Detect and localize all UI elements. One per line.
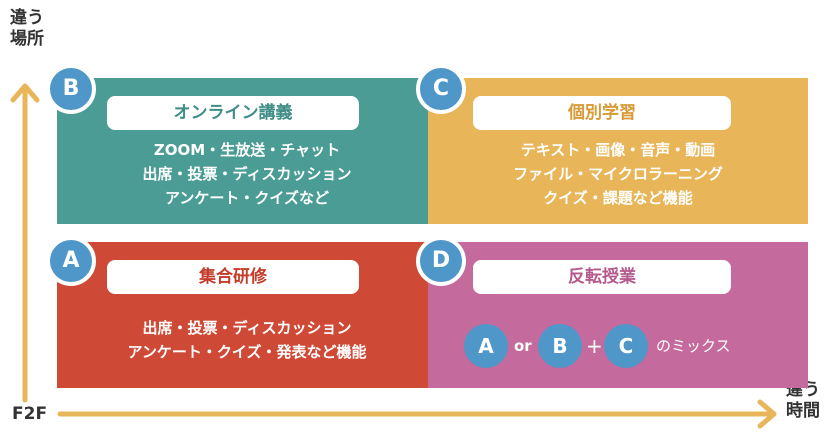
mix-suffix-text: のミックス [656,337,731,355]
badge-d: D [416,236,466,286]
quadrant-title: 個別学習 [473,96,731,130]
quadrant-description: ZOOM・生放送・チャット 出席・投票・ディスカッション アンケート・クイズなど [57,138,437,210]
y-axis-arrowhead [10,83,40,103]
description-line: クイズ・課題など機能 [543,189,693,207]
quadrant-description: 出席・投票・ディスカッション アンケート・クイズ・発表など機能 [57,316,437,364]
badge-c: C [416,64,466,114]
y-axis-label: 違う 場所 [10,8,60,50]
origin-label: F2F [12,404,48,424]
description-line: アンケート・クイズなど [165,189,329,207]
mix-plus-text: + [586,334,603,358]
badge-b: B [46,64,96,114]
mix-badge-a: A [464,324,508,368]
quadrant-self-study: 個別学習 テキスト・画像・音声・動画 ファイル・マイクロラーニング クイズ・課題… [428,78,808,224]
description-line: テキスト・画像・音声・動画 [520,141,716,159]
description-line: ZOOM・生放送・チャット [153,141,341,159]
mix-badge-b: B [538,324,582,368]
quadrant-title: オンライン講義 [107,96,359,130]
y-axis-label-line1: 違う [10,8,44,28]
description-line: ファイル・マイクロラーニング [513,165,723,183]
description-line: 出席・投票・ディスカッション [142,319,352,337]
quadrant-group-training: 集合研修 出席・投票・ディスカッション アンケート・クイズ・発表など機能 [57,242,437,388]
mix-or-text: or [514,337,532,355]
x-axis-arrowhead [757,399,777,429]
mix-badge-c: C [604,324,648,368]
quadrant-online-lecture: オンライン講義 ZOOM・生放送・チャット 出席・投票・ディスカッション アンケ… [57,78,437,224]
badge-a: A [46,236,96,286]
quadrant-flipped-classroom: 反転授業 A or B + C のミックス [428,242,808,388]
quadrant-title: 反転授業 [473,260,731,294]
y-axis-label-line2: 場所 [10,29,44,49]
quadrant-title: 集合研修 [107,260,359,294]
description-line: 出席・投票・ディスカッション [142,165,352,183]
quadrant-description: テキスト・画像・音声・動画 ファイル・マイクロラーニング クイズ・課題など機能 [428,138,808,210]
description-line: アンケート・クイズ・発表など機能 [127,343,367,361]
x-axis-label-line2: 時間 [786,401,820,421]
mix-formula: A or B + C のミックス [428,324,808,368]
